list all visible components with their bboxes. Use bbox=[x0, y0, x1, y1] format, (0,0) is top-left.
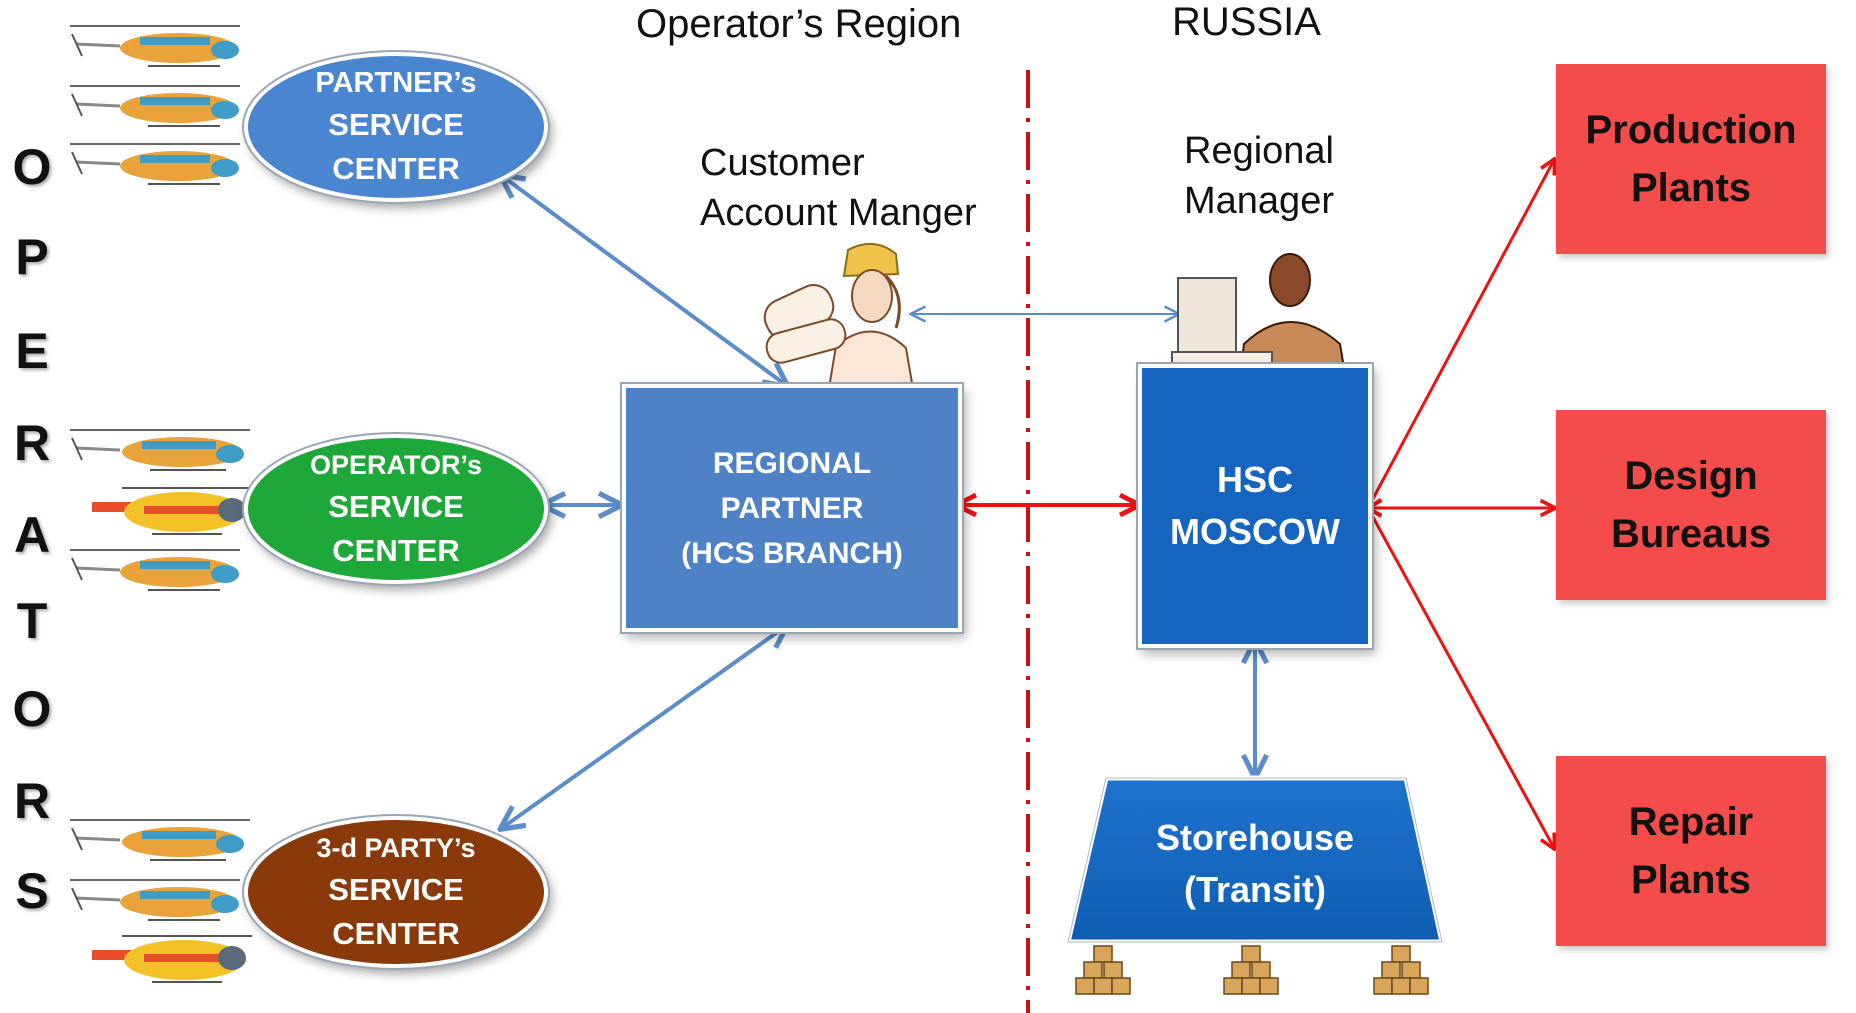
regional-manager-line-1: Regional bbox=[1184, 130, 1334, 172]
helicopter-icon bbox=[70, 85, 240, 127]
operator-center-line-2: SERVICE bbox=[328, 489, 464, 524]
helicopter-icon bbox=[70, 819, 250, 861]
hsc-moscow-box: HSC MOSCOW bbox=[1138, 364, 1372, 648]
rescue-helicopter-icon bbox=[92, 935, 252, 983]
rescue-helicopter-icon bbox=[92, 487, 252, 535]
arrow-partner-to-regional bbox=[502, 176, 786, 385]
operators-letter: S bbox=[15, 863, 49, 919]
third-party-center-line-3: CENTER bbox=[332, 916, 460, 951]
regional-partner-line-3: (HCS BRANCH) bbox=[681, 536, 903, 570]
operators-letter: A bbox=[13, 507, 51, 563]
partner-center-line-1: PARTNER’s bbox=[315, 67, 477, 99]
customer-manager-line-2: Account Manger bbox=[700, 192, 977, 234]
regional-partner-line-1: REGIONAL bbox=[712, 446, 872, 480]
helicopter-icon bbox=[70, 143, 240, 185]
production-plants-box: Production Plants bbox=[1556, 64, 1826, 254]
repair-plants-box: Repair Plants bbox=[1556, 756, 1826, 946]
production-line-1: Production bbox=[1585, 108, 1797, 152]
arrow-hsc-to-production bbox=[1368, 160, 1554, 508]
boxes-stack-icon bbox=[1075, 945, 1131, 995]
hsc-moscow-line-2: MOSCOW bbox=[1170, 511, 1340, 552]
design-line-2: Bureaus bbox=[1610, 512, 1772, 556]
design-line-1: Design bbox=[1624, 454, 1758, 498]
customer-manager-line-1: Customer bbox=[700, 142, 865, 184]
design-bureaus-box: Design Bureaus bbox=[1556, 410, 1826, 600]
partner-center-line-3: CENTER bbox=[332, 151, 460, 186]
operators-letter: P bbox=[15, 229, 49, 285]
operator-center-line-3: CENTER bbox=[332, 533, 460, 568]
boxes-stack-icon bbox=[1373, 945, 1429, 995]
repair-line-1: Repair bbox=[1628, 800, 1754, 844]
operator-service-center: OPERATOR’s SERVICE CENTER bbox=[244, 434, 548, 584]
helicopter-icon bbox=[70, 25, 240, 67]
operators-letter: O bbox=[12, 681, 52, 737]
operator-center-line-1: OPERATOR’s bbox=[309, 450, 483, 480]
third-party-service-center: 3-d PARTY’s SERVICE CENTER bbox=[244, 816, 548, 968]
regional-manager-line-2: Manager bbox=[1184, 180, 1334, 222]
boxes-stack-icon bbox=[1223, 945, 1279, 995]
repair-line-2: Plants bbox=[1630, 858, 1752, 902]
operator-region-heading: Operator’s Region bbox=[636, 2, 962, 46]
partner-center-line-2: SERVICE bbox=[328, 107, 464, 142]
production-line-2: Plants bbox=[1630, 166, 1752, 210]
helicopter-icon bbox=[70, 549, 240, 591]
regional-manager-label: Regional Manager bbox=[1184, 126, 1334, 226]
operators-letter: R bbox=[13, 415, 51, 471]
regional-partner-box: REGIONAL PARTNER (HCS BRANCH) bbox=[622, 384, 962, 632]
third-party-center-line-2: SERVICE bbox=[328, 872, 464, 907]
storehouse-line-1: Storehouse bbox=[1155, 817, 1355, 858]
helicopter-icon bbox=[70, 879, 240, 921]
storehouse-label: Storehouse (Transit) bbox=[1100, 804, 1410, 924]
arrow-thirdparty-to-regional bbox=[502, 626, 786, 828]
storehouse-line-2: (Transit) bbox=[1183, 869, 1326, 910]
operators-letter: E bbox=[15, 323, 49, 379]
helicopter-icon bbox=[70, 429, 250, 471]
arrow-hsc-to-repair bbox=[1368, 508, 1554, 848]
regional-partner-line-2: PARTNER bbox=[720, 491, 864, 525]
third-party-center-line-1: 3-d PARTY’s bbox=[316, 833, 476, 863]
customer-manager-label: Customer Account Manger bbox=[700, 138, 977, 238]
partner-service-center: PARTNER’s SERVICE CENTER bbox=[244, 52, 548, 202]
operators-letter: O bbox=[12, 139, 52, 195]
operators-letter: T bbox=[16, 593, 48, 649]
hsc-moscow-line-1: HSC bbox=[1216, 459, 1293, 500]
russia-heading: RUSSIA bbox=[1172, 0, 1321, 44]
operators-letter: R bbox=[13, 773, 51, 829]
